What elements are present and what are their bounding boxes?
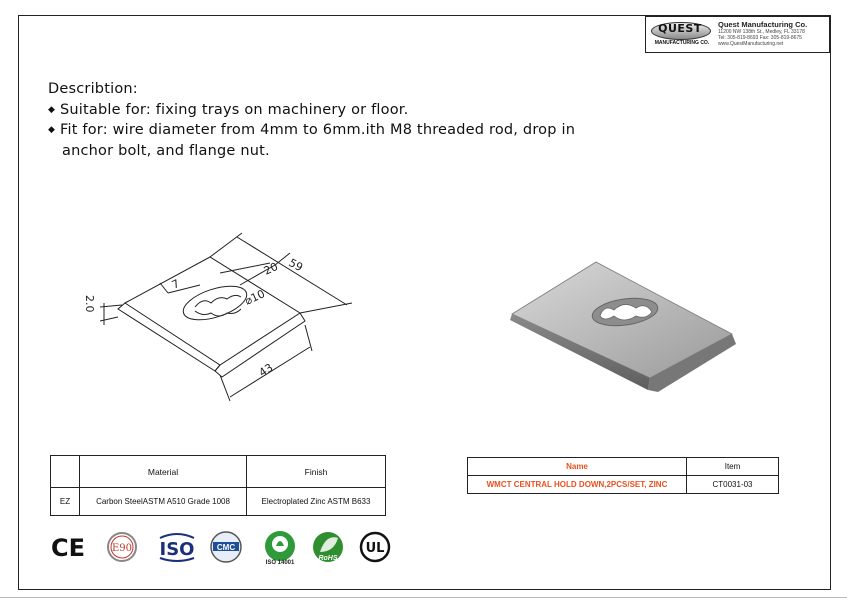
logo-subtext: MANUFACTURING CO. bbox=[654, 40, 710, 46]
cmc-mark-icon: CMC bbox=[210, 531, 242, 563]
cell-material: Carbon SteelASTM A510 Grade 1008 bbox=[79, 487, 247, 516]
rohs-mark-text: RoHS bbox=[318, 555, 337, 562]
header-name: Name bbox=[467, 457, 687, 476]
dim-7-lines bbox=[159, 282, 201, 294]
dim-59-lines bbox=[209, 232, 353, 314]
cell-item-code: CT0031-03 bbox=[686, 475, 779, 494]
header-code bbox=[50, 455, 80, 488]
cell-code: EZ bbox=[50, 487, 80, 516]
company-website: www.QuestManufacturing.net bbox=[718, 41, 784, 47]
cell-item-name: WMCT CENTRAL HOLD DOWN,2PCS/SET, ZINC bbox=[467, 475, 687, 494]
ce-mark-text: CE bbox=[51, 534, 85, 562]
keyhole-outline bbox=[182, 285, 248, 321]
description-bullet-1: ◆ Suitable for: fixing trays on machinery… bbox=[48, 100, 575, 121]
e90-mark-text: E90 bbox=[112, 543, 132, 554]
iso-mark-icon: ISO bbox=[160, 533, 195, 562]
technical-drawing: 59 20 7 ⌀10 2.0 43 bbox=[83, 232, 353, 402]
logo-oval-shape bbox=[651, 22, 711, 40]
header-material: Material bbox=[79, 455, 247, 488]
company-title-block: QUEST MANUFACTURING CO. Quest Manufactur… bbox=[645, 16, 830, 53]
iso-mark-text: ISO bbox=[160, 539, 195, 560]
render-keyhole-slot bbox=[599, 304, 653, 321]
company-phone: Tel: 305-819-8693 Fax: 305-819-8675 bbox=[718, 35, 802, 41]
render-plate-bend bbox=[648, 334, 736, 392]
company-contact: Quest Manufacturing Co. 11200 NW 138th S… bbox=[718, 20, 830, 47]
description-bullet-2: ◆ Fit for: wire diameter from 4mm to 6mm.… bbox=[48, 120, 575, 141]
dim-label-59: 59 bbox=[287, 256, 305, 274]
dim-2-lines bbox=[99, 303, 123, 325]
dim-label-43: 43 bbox=[257, 361, 276, 380]
company-name: Quest Manufacturing Co. bbox=[718, 20, 808, 29]
bullet-text: Fit for: wire diameter from 4mm to 6mm.i… bbox=[60, 122, 576, 138]
cell-finish: Electroplated Zinc ASTM B633 bbox=[246, 487, 386, 516]
item-table: Name Item WMCT CENTRAL HOLD DOWN,2PCS/SE… bbox=[467, 457, 779, 494]
company-address: 11200 NW 138th St., Medley, FL 33178 bbox=[718, 29, 805, 35]
iso14001-mark-icon: ISO 14001 bbox=[265, 531, 295, 566]
bullet-text: Suitable for: fixing trays on machinery … bbox=[60, 101, 409, 118]
bullet-diamond-icon: ◆ bbox=[48, 125, 56, 135]
description-continuation: anchor bolt, and flange nut. bbox=[62, 142, 270, 159]
ul-mark-text: UL bbox=[366, 541, 385, 556]
header-item: Item bbox=[686, 457, 779, 476]
ce-mark-icon: CE bbox=[51, 534, 85, 562]
keyhole-slot bbox=[194, 294, 242, 317]
plate-bend bbox=[214, 312, 306, 378]
material-table-header: Material Finish bbox=[50, 455, 386, 488]
dim-label-20: 20 bbox=[262, 260, 280, 278]
item-table-header: Name Item bbox=[467, 457, 779, 476]
plate-edge bbox=[117, 302, 221, 372]
dim-43-lines bbox=[219, 324, 313, 402]
rohs-mark-icon: RoHS bbox=[313, 532, 343, 562]
e90-mark-icon: E90 bbox=[107, 532, 137, 562]
bullet-diamond-icon: ◆ bbox=[48, 104, 56, 115]
page-bottom-rule bbox=[0, 597, 847, 598]
description-heading: Describtion: bbox=[48, 81, 138, 97]
drawing-sheet-border bbox=[18, 15, 831, 590]
material-table: Material Finish EZ Carbon SteelASTM A510… bbox=[50, 455, 386, 516]
logo-word: QUEST bbox=[658, 22, 702, 35]
company-logo: QUEST MANUFACTURING CO. bbox=[649, 20, 715, 49]
product-description: Describtion: ◆ Suitable for: fixing trays… bbox=[48, 79, 575, 161]
dim-20-lines bbox=[219, 252, 291, 286]
dim-label-7: 7 bbox=[170, 277, 182, 292]
header-finish: Finish bbox=[246, 455, 386, 488]
cmc-mark-text: CMC bbox=[217, 543, 235, 552]
table-row: EZ Carbon SteelASTM A510 Grade 1008 Elec… bbox=[50, 487, 386, 516]
ul-mark-icon: UL bbox=[359, 531, 391, 563]
iso14001-mark-text: ISO 14001 bbox=[266, 560, 295, 566]
render-plate-side bbox=[510, 314, 650, 390]
table-row: WMCT CENTRAL HOLD DOWN,2PCS/SET, ZINC CT… bbox=[467, 475, 779, 494]
product-render bbox=[510, 261, 736, 392]
dim-label-2: 2.0 bbox=[83, 295, 96, 313]
